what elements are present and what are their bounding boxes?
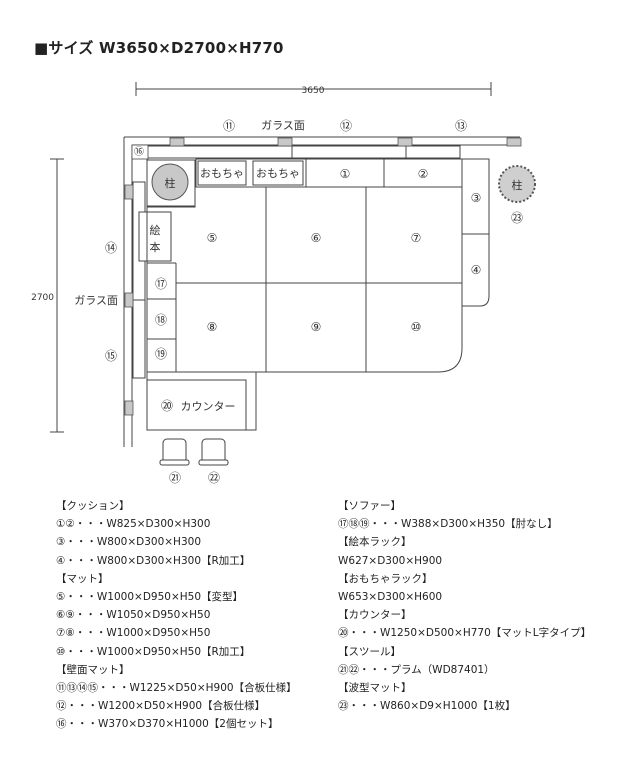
legend-line: ③・・・W800×D300×H300 [56, 536, 201, 549]
legend-line: 【絵本ラック】 [338, 536, 412, 549]
legend-line: ㉑㉒・・・プラム（WD87401） [338, 663, 495, 676]
wall-mat-top [146, 145, 461, 159]
legend-line: ⑤・・・W1000×D950×H50【変型】 [56, 591, 243, 604]
legend-line: 【ソファー】 [338, 500, 401, 512]
cushion-4 [461, 233, 490, 307]
legend-line: ⑯・・・W370×D370×H1000【2個セット】 [56, 718, 279, 731]
legend-line: ⑥⑨・・・W1050×D950×H50 [56, 609, 211, 622]
toy-rack-1 [197, 160, 247, 186]
legend-left: 【クッション】 ①②・・・W825×D300×H300 ③・・・W800×D30… [56, 497, 297, 734]
wall-mat-left [132, 181, 146, 379]
pillar-right [498, 165, 536, 203]
num-7: ⑦ [411, 231, 422, 245]
legend-line: 【マット】 [56, 572, 109, 585]
num-5: ⑤ [207, 231, 218, 245]
num-20: ⑳ [161, 399, 173, 413]
legend-line: ⑩・・・W1000×D950×H50【R加工】 [56, 645, 251, 658]
num-17: ⑰ [155, 277, 167, 291]
num-10: ⑩ [411, 320, 422, 334]
legend-line: 【カウンター】 [338, 609, 412, 622]
picture-book-rack [138, 211, 172, 262]
num-14: ⑭ [105, 241, 117, 255]
cushion-1 [305, 158, 385, 188]
legend-line: ④・・・W800×D300×H300【R加工】 [56, 554, 251, 567]
num-11: ⑪ [223, 119, 235, 133]
num-9: ⑨ [311, 320, 322, 334]
toy-rack-2 [252, 160, 304, 186]
num-3: ③ [471, 191, 482, 205]
picture-book-label-1: 絵 [150, 223, 161, 237]
num-18: ⑱ [155, 313, 167, 327]
num-21: ㉑ [169, 471, 181, 485]
legend-line: W653×D300×H600 [338, 591, 443, 604]
num-12: ⑫ [340, 119, 352, 133]
corner-block [131, 144, 149, 160]
picture-book-label-2: 本 [150, 240, 161, 254]
num-6: ⑥ [311, 231, 322, 245]
legend-line: 【おもちゃラック】 [338, 572, 433, 585]
num-15: ⑮ [105, 349, 117, 363]
num-2: ② [418, 167, 429, 181]
legend-line: ⑳・・・W1250×D500×H770【マットL字タイプ】 [338, 627, 592, 640]
legend-line: ⑪⑬⑭⑮・・・W1225×D50×H900【合板仕様】 [56, 682, 297, 695]
legend-line: ⑦⑧・・・W1000×D950×H50 [56, 627, 211, 640]
floor-plan: 3650 2700 ガラス面 ガラス面 柱 柱 おもちゃ おもちゃ 絵 本 カウ… [31, 82, 536, 485]
num-1: ① [340, 167, 351, 181]
legend-right: 【ソファー】 ⑰⑱⑲・・・W388×D300×H350【肘なし】 【絵本ラック】… [338, 497, 591, 715]
height-label: 2700 [31, 293, 54, 303]
toy-rack-1-label: おもちゃ [200, 167, 244, 180]
toy-rack-2-label: おもちゃ [256, 167, 300, 180]
legend-line: 【クッション】 [56, 500, 130, 512]
num-22: ㉒ [208, 471, 220, 485]
num-8: ⑧ [207, 320, 218, 334]
counter-label: カウンター [181, 400, 236, 413]
pillar-right-label: 柱 [512, 178, 523, 192]
num-13: ⑬ [455, 119, 467, 133]
stool-21 [162, 438, 187, 464]
mat-area [146, 186, 463, 373]
legend-line: ①②・・・W825×D300×H300 [56, 518, 211, 531]
num-23: ㉓ [511, 211, 523, 225]
legend-line: 【波型マット】 [338, 682, 412, 695]
legend-line: 【壁面マット】 [56, 663, 130, 676]
num-19: ⑲ [155, 347, 167, 361]
legend-line: ⑫・・・W1200×D50×H900【合板仕様】 [56, 700, 266, 713]
legend-line: 【スツール】 [338, 645, 401, 658]
pillar-left [151, 163, 189, 201]
glass-label-left: ガラス面 [74, 294, 118, 307]
legend-line: ⑰⑱⑲・・・W388×D300×H350【肘なし】 [338, 518, 558, 531]
stool-22 [201, 438, 226, 464]
num-16: ⑯ [134, 146, 144, 158]
size-title: ■サイズ W3650×D2700×H770 [34, 39, 284, 57]
width-label: 3650 [302, 86, 325, 96]
glass-label-top: ガラス面 [261, 119, 305, 132]
legend-line: ㉓・・・W860×D9×H1000【1枚】 [338, 700, 516, 713]
legend-line: W627×D300×H900 [338, 554, 443, 567]
num-4: ④ [471, 263, 482, 277]
pillar-left-label: 柱 [165, 176, 176, 190]
cushion-2 [383, 158, 463, 188]
